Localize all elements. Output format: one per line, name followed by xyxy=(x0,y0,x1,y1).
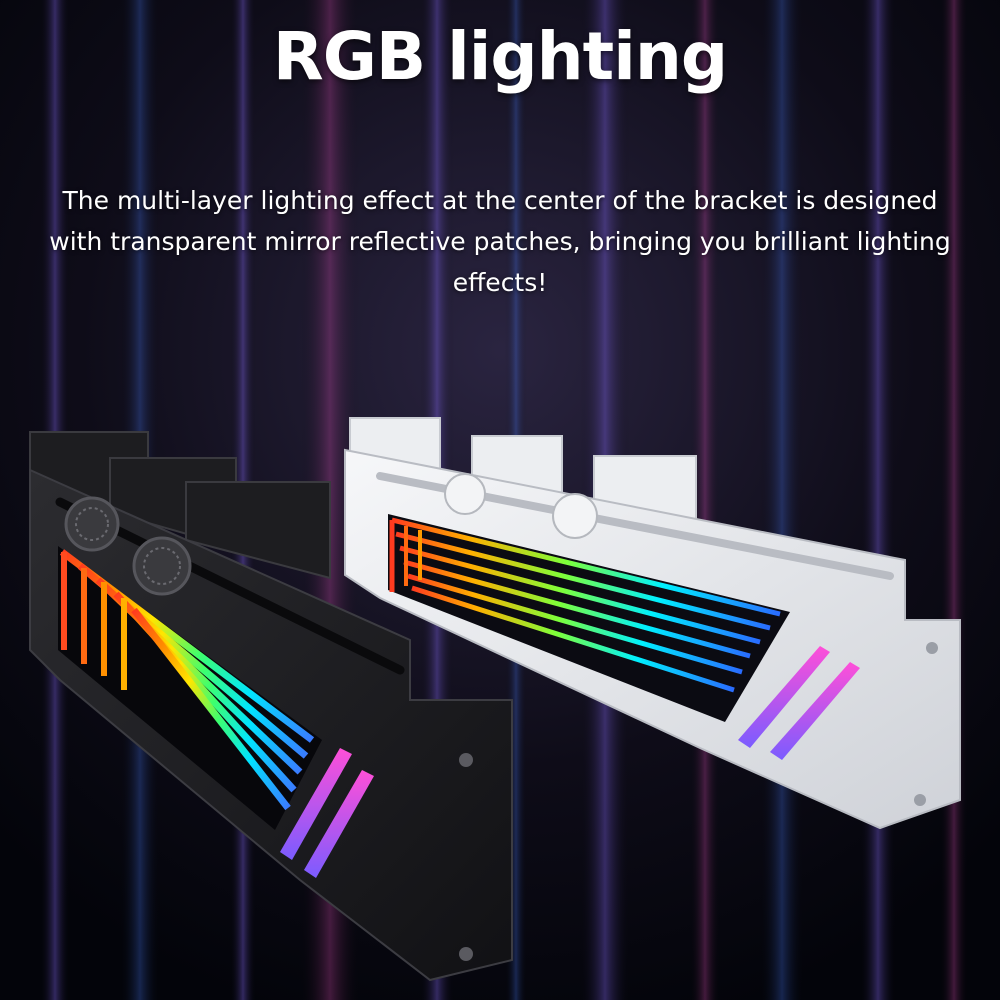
feature-description: The multi-layer lighting effect at the c… xyxy=(49,186,951,297)
white-bracket xyxy=(344,417,961,830)
thumb-screw-icon xyxy=(552,493,598,539)
black-rgb-layers xyxy=(59,549,315,811)
black-bracket xyxy=(29,431,513,982)
knurled-knob-icon xyxy=(132,536,192,596)
knurled-knob-icon xyxy=(64,496,120,552)
thumb-screw-icon xyxy=(444,473,486,515)
page-title: RGB lighting xyxy=(272,18,728,95)
white-rgb-layers xyxy=(389,517,781,693)
